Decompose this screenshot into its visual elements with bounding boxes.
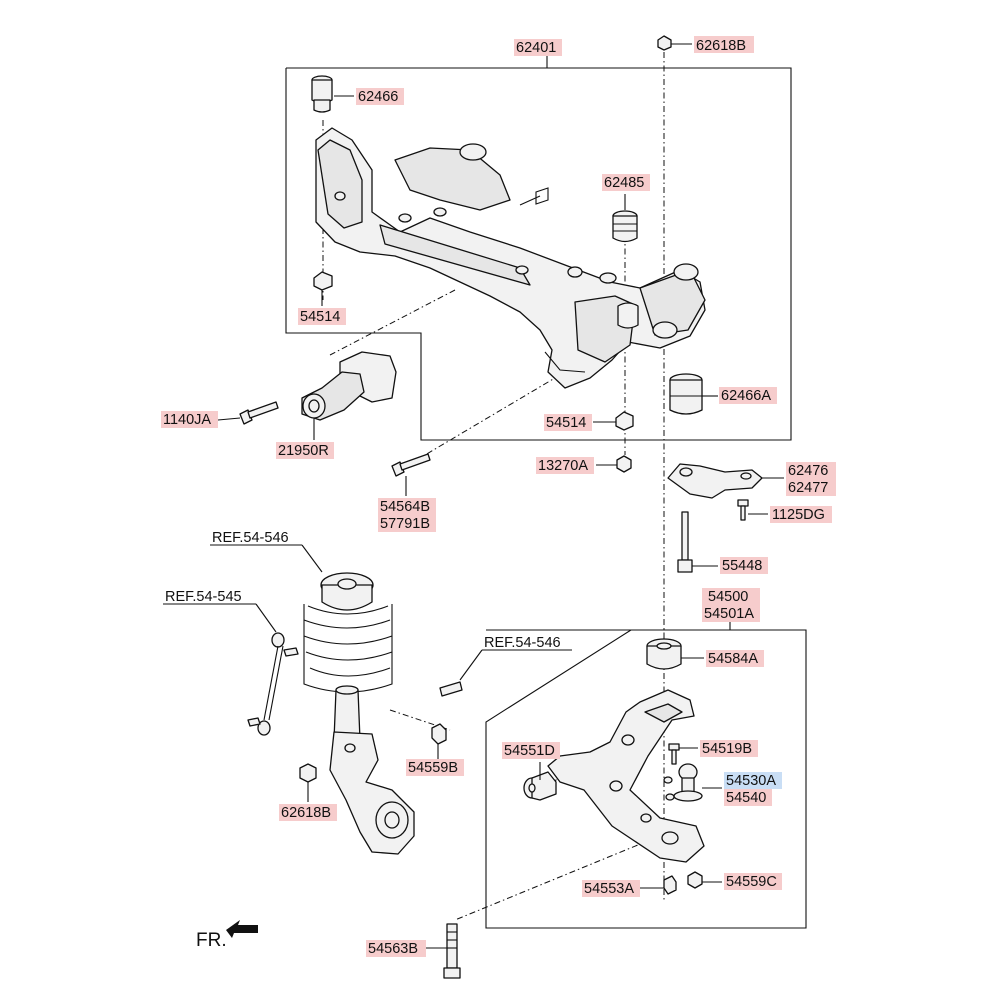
nut-13270A [616, 455, 632, 473]
label-13270A[interactable]: 13270A [538, 458, 588, 474]
label-62485[interactable]: 62485 [604, 175, 644, 191]
label-54540[interactable]: 54540 [726, 790, 766, 806]
label-62401[interactable]: 62401 [516, 40, 556, 56]
nut-62618B-top [657, 35, 672, 51]
steering-knuckle [329, 731, 415, 855]
bushing-54551D [523, 771, 557, 801]
bushing-62466A [669, 373, 703, 415]
bolt-1125DG [737, 499, 749, 521]
label-54563B[interactable]: 54563B [368, 941, 418, 957]
bolt-54564B [391, 453, 431, 477]
bushing-62466 [311, 75, 333, 113]
label-62466[interactable]: 62466 [358, 89, 398, 105]
lower-arm-group-frame [485, 629, 807, 929]
leader-lines [163, 43, 784, 949]
label-54553A[interactable]: 54553A [584, 881, 634, 897]
label-ref-54-546-mid[interactable]: REF.54-546 [484, 635, 561, 651]
label-62476[interactable]: 62476 [788, 463, 828, 479]
label-1125DG[interactable]: 1125DG [772, 507, 825, 523]
centerline-bolt-54563B [454, 839, 651, 921]
bolt-1140JA [239, 401, 279, 425]
part-labels: 62401 62618B 62466 62485 54514 62466A 11… [163, 38, 828, 957]
ball-joint-54530A [663, 763, 703, 802]
label-54519B[interactable]: 54519B [702, 741, 752, 757]
lower-control-arm [547, 689, 705, 863]
centerline-mount [329, 289, 456, 356]
label-54559C[interactable]: 54559C [726, 874, 777, 890]
label-54564B[interactable]: 54564B [380, 499, 430, 515]
bolt-54553A [663, 875, 677, 895]
label-highlights [161, 36, 836, 957]
label-62466A[interactable]: 62466A [721, 388, 771, 404]
bracket-62476 [667, 463, 763, 499]
bushing-62485 [612, 210, 638, 243]
label-54530A[interactable]: 54530A [726, 773, 776, 789]
bolt-54519B [668, 743, 680, 765]
label-54584A[interactable]: 54584A [708, 651, 758, 667]
stabilizer-link [247, 632, 299, 736]
subframe-assembly [315, 127, 706, 389]
label-62618B-top[interactable]: 62618B [696, 38, 746, 54]
label-21950R[interactable]: 21950R [278, 443, 329, 459]
front-arrow-icon [226, 920, 258, 938]
label-62618B-bottom[interactable]: 62618B [281, 805, 331, 821]
engine-mount-21950R [301, 351, 397, 421]
front-label: FR. [196, 930, 227, 951]
nut-54514-mid [615, 411, 634, 431]
label-57791B[interactable]: 57791B [380, 516, 430, 532]
subframe-group-frame [285, 67, 792, 441]
label-62477[interactable]: 62477 [788, 480, 828, 496]
label-55448[interactable]: 55448 [722, 558, 762, 574]
nut-54514-left [313, 271, 333, 291]
label-54500[interactable]: 54500 [708, 589, 748, 605]
label-1140JA[interactable]: 1140JA [163, 412, 211, 428]
nut-54559C [687, 871, 703, 889]
label-54551D[interactable]: 54551D [504, 743, 555, 759]
centerline-bolt-54564B [424, 374, 561, 456]
bolt-54563B [443, 923, 461, 979]
label-54514-mid[interactable]: 54514 [546, 415, 586, 431]
front-indicator: FR. [196, 920, 258, 951]
bolt-55448 [677, 511, 693, 573]
label-54514-left[interactable]: 54514 [300, 309, 340, 325]
strut-assembly [303, 572, 393, 741]
label-54559B[interactable]: 54559B [408, 760, 458, 776]
centerline-knuckle [389, 709, 451, 731]
label-ref-54-546-top[interactable]: REF.54-546 [212, 530, 289, 546]
label-54501A[interactable]: 54501A [704, 606, 754, 622]
bushing-54584A [646, 638, 682, 670]
label-ref-54-545[interactable]: REF.54-545 [165, 589, 242, 605]
